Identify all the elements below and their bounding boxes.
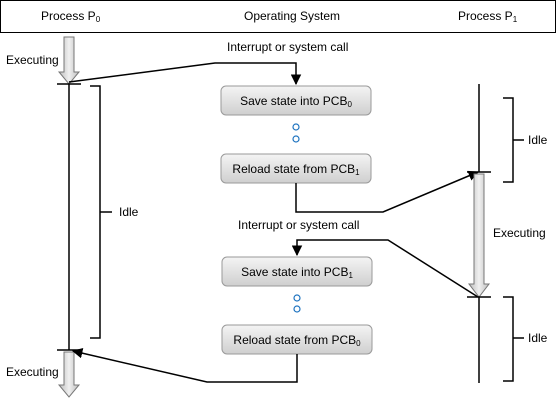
p0-idle-bracket xyxy=(90,85,101,339)
svg-text:Reload state from PCB1: Reload state from PCB1 xyxy=(232,162,360,177)
box-reload-pcb1: Reload state from PCB1 xyxy=(220,153,372,184)
header-process-p1: Process P1 xyxy=(458,9,518,24)
dot-2b xyxy=(293,305,301,313)
box-save-pcb0: Save state into PCB0 xyxy=(220,85,372,116)
label-executing-top: Executing xyxy=(6,53,59,67)
box-save-pcb1: Save state into PCB1 xyxy=(221,256,373,287)
svg-text:Save state into PCB1: Save state into PCB1 xyxy=(241,265,353,280)
p0-executing-arrow-bottom xyxy=(57,351,81,398)
dot-2a xyxy=(293,294,301,302)
box-reload-pcb0: Reload state from PCB0 xyxy=(221,324,373,355)
dot-1a xyxy=(292,123,300,131)
label-interrupt-2: Interrupt or system call xyxy=(238,218,359,232)
label-idle-p1-top: Idle xyxy=(528,133,548,147)
dot-1b xyxy=(292,135,300,143)
arrow-to-p1 xyxy=(295,170,479,213)
header-operating-system: Operating System xyxy=(244,9,340,23)
label-interrupt-1: Interrupt or system call xyxy=(227,40,348,54)
p1-idle-bracket-top xyxy=(503,97,514,183)
svg-text:Reload state from PCB0: Reload state from PCB0 xyxy=(233,333,361,348)
arrow-interrupt-1 xyxy=(68,62,302,86)
svg-text:Save state into PCB0: Save state into PCB0 xyxy=(240,94,352,109)
arrow-to-p0 xyxy=(71,348,298,383)
p1-idle-bracket-bottom xyxy=(503,296,514,382)
p0-executing-arrow-top xyxy=(57,36,81,85)
p1-executing-arrow xyxy=(467,173,491,298)
arrow-interrupt-2 xyxy=(291,239,479,298)
label-executing-p1: Executing xyxy=(493,226,546,240)
header-process-p0: Process P0 xyxy=(41,9,101,24)
label-executing-bottom: Executing xyxy=(6,365,59,379)
label-idle-p0: Idle xyxy=(119,205,139,219)
label-idle-p1-bottom: Idle xyxy=(528,331,548,345)
header-bar xyxy=(0,0,556,33)
